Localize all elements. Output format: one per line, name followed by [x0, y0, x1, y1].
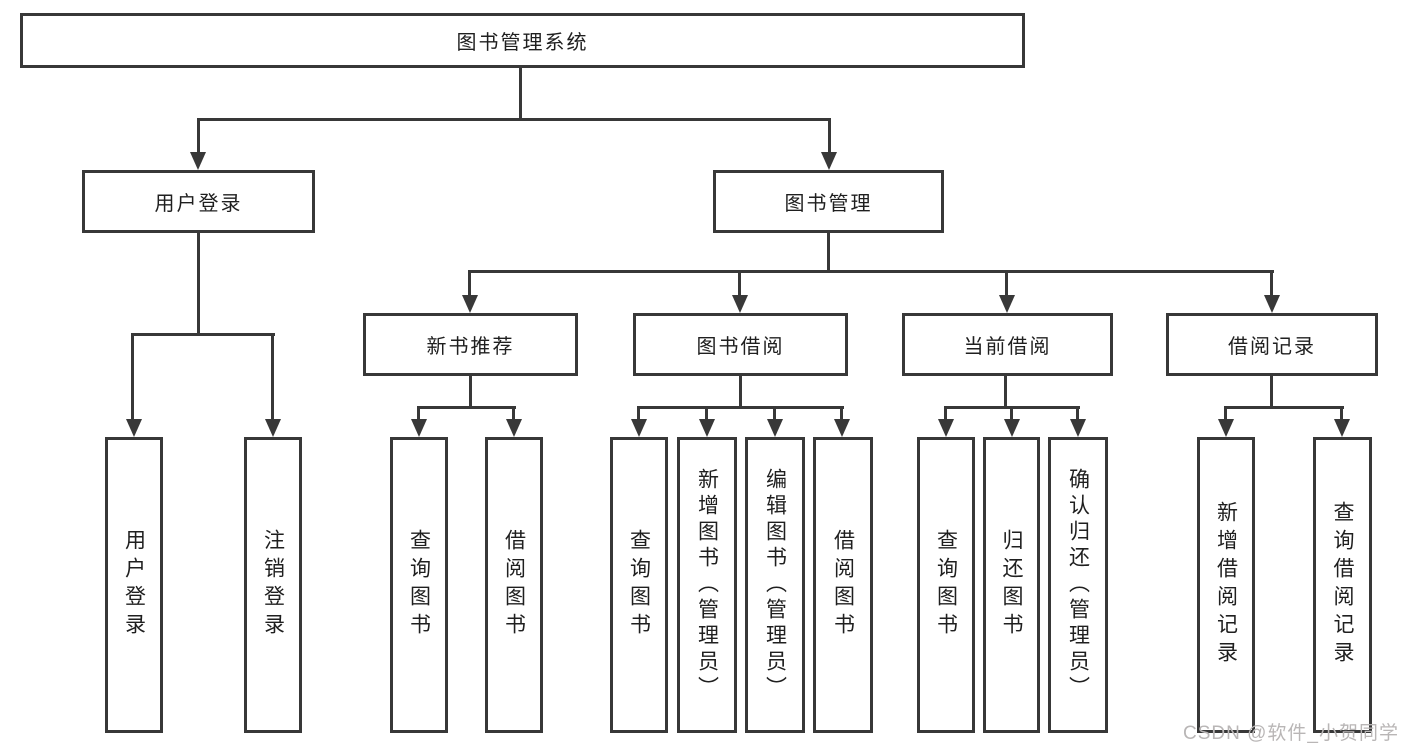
leaf-user-login: 用户登录 — [105, 437, 163, 733]
node-label: 用户登录 — [122, 529, 146, 641]
node-book-borrowing: 图书借阅 — [633, 313, 848, 376]
node-label: 编辑图书（管理员） — [763, 468, 787, 702]
connector-line — [1224, 406, 1344, 409]
arrow-down-icon — [999, 295, 1015, 313]
arrow-down-icon — [265, 419, 281, 437]
arrow-down-icon — [126, 419, 142, 437]
arrow-down-icon — [821, 152, 837, 170]
node-label: 查询借阅记录 — [1331, 501, 1354, 669]
connector-line — [271, 333, 274, 421]
node-label: 图书管理系统 — [456, 32, 589, 54]
node-label: 查询图书 — [407, 529, 431, 641]
leaf-query-books-current: 查询图书 — [917, 437, 975, 733]
node-label: 用户登录 — [154, 193, 243, 215]
connector-line — [637, 406, 640, 421]
node-label: 确认归还（管理员） — [1066, 468, 1090, 702]
connector-line — [1010, 406, 1013, 421]
connector-line — [197, 118, 200, 154]
leaf-logout: 注销登录 — [244, 437, 302, 733]
connector-line — [738, 270, 741, 297]
csdn-watermark: CSDN @软件_小贺同学 — [1183, 723, 1399, 744]
node-label: 查询图书 — [627, 529, 651, 641]
arrow-down-icon — [699, 419, 715, 437]
connector-line — [468, 270, 1274, 273]
node-new-book-recommendation: 新书推荐 — [363, 313, 578, 376]
node-label: 借阅记录 — [1228, 336, 1316, 358]
node-label: 新书推荐 — [426, 336, 515, 358]
leaf-edit-books-admin: 编辑图书（管理员） — [745, 437, 805, 733]
connector-line — [512, 406, 515, 421]
arrow-down-icon — [1070, 419, 1086, 437]
arrow-down-icon — [411, 419, 427, 437]
arrow-down-icon — [834, 419, 850, 437]
leaf-query-books-recommend: 查询图书 — [390, 437, 448, 733]
connector-line — [1340, 406, 1343, 421]
connector-line — [828, 118, 831, 154]
connector-line — [840, 406, 843, 421]
connector-line — [944, 406, 947, 421]
connector-line — [417, 406, 420, 421]
connector-line — [739, 376, 742, 409]
node-label: 归还图书 — [1000, 529, 1023, 641]
arrow-down-icon — [732, 295, 748, 313]
node-current-borrowing: 当前借阅 — [902, 313, 1113, 376]
node-label: 注销登录 — [261, 529, 285, 641]
connector-line — [1005, 270, 1008, 297]
node-label: 图书借阅 — [696, 336, 785, 358]
arrow-down-icon — [631, 419, 647, 437]
connector-line — [705, 406, 708, 421]
connector-line — [197, 118, 831, 121]
node-label: 借阅图书 — [831, 529, 855, 641]
node-library-management-system: 图书管理系统 — [20, 13, 1025, 68]
connector-line — [131, 333, 134, 421]
arrow-down-icon — [1264, 295, 1280, 313]
node-user-login: 用户登录 — [82, 170, 315, 233]
leaf-query-borrow-record: 查询借阅记录 — [1313, 437, 1372, 733]
connector-line — [197, 233, 200, 336]
node-label: 查询图书 — [934, 529, 958, 641]
connector-line — [1076, 406, 1079, 421]
node-label: 新增借阅记录 — [1214, 501, 1238, 669]
node-label: 当前借阅 — [963, 336, 1052, 358]
connector-line — [637, 406, 844, 409]
connector-line — [1270, 270, 1273, 297]
connector-line — [1224, 406, 1227, 421]
node-label: 图书管理 — [784, 193, 873, 215]
connector-line — [469, 376, 472, 409]
node-borrowing-records: 借阅记录 — [1166, 313, 1378, 376]
connector-line — [417, 406, 516, 409]
leaf-return-books: 归还图书 — [983, 437, 1040, 733]
node-label: 借阅图书 — [502, 529, 526, 641]
node-book-management: 图书管理 — [713, 170, 944, 233]
arrow-down-icon — [767, 419, 783, 437]
arrow-down-icon — [1004, 419, 1020, 437]
leaf-borrow-books: 借阅图书 — [813, 437, 873, 733]
arrow-down-icon — [190, 152, 206, 170]
connector-line — [1270, 376, 1273, 409]
connector-line — [773, 406, 776, 421]
connector-line — [131, 333, 275, 336]
leaf-add-borrow-record: 新增借阅记录 — [1197, 437, 1255, 733]
arrow-down-icon — [462, 295, 478, 313]
arrow-down-icon — [1334, 419, 1350, 437]
connector-line — [1004, 376, 1007, 409]
connector-line — [519, 68, 522, 121]
leaf-query-books-borrowing: 查询图书 — [610, 437, 668, 733]
node-label: 新增图书（管理员） — [695, 468, 719, 702]
connector-line — [827, 233, 830, 273]
leaf-confirm-return-admin: 确认归还（管理员） — [1048, 437, 1108, 733]
arrow-down-icon — [1218, 419, 1234, 437]
connector-line — [468, 270, 471, 297]
arrow-down-icon — [938, 419, 954, 437]
leaf-borrow-books-recommend: 借阅图书 — [485, 437, 543, 733]
leaf-add-books-admin: 新增图书（管理员） — [677, 437, 737, 733]
arrow-down-icon — [506, 419, 522, 437]
